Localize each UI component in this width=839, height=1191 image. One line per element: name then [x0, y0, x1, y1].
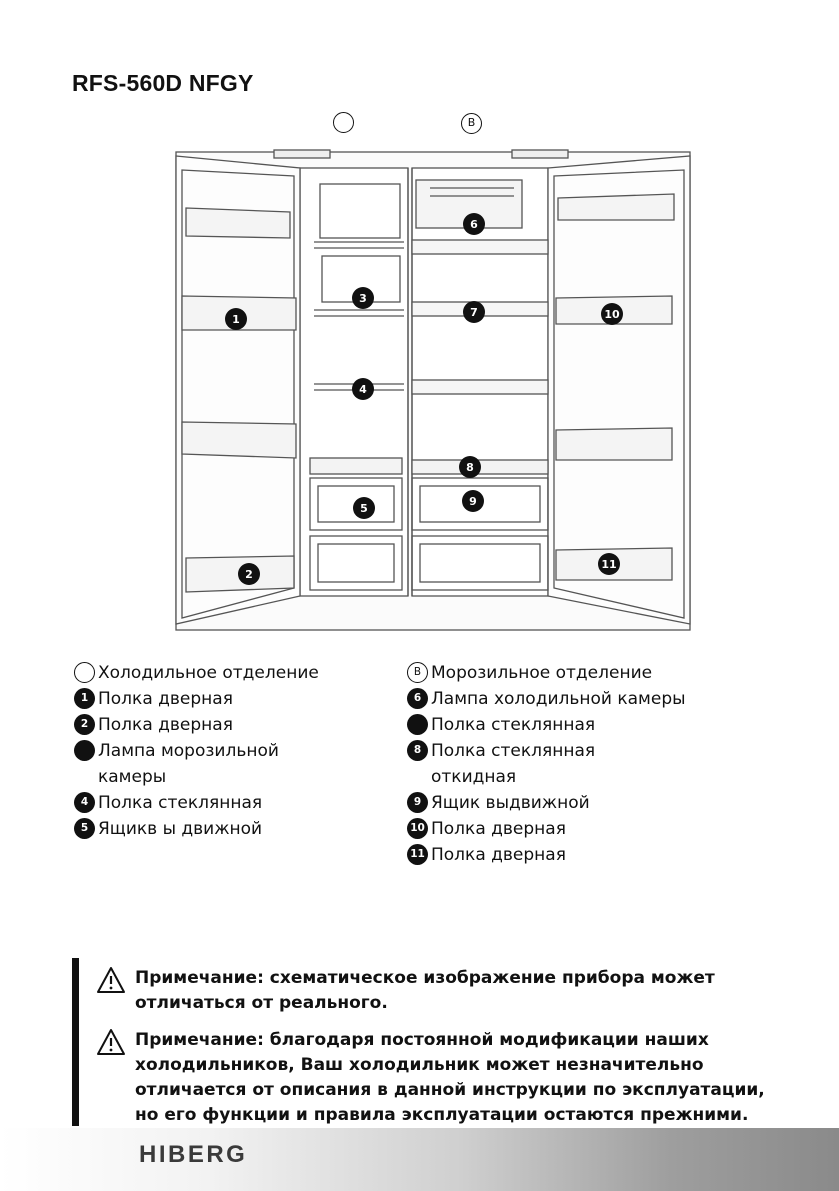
- svg-text:8: 8: [466, 461, 474, 474]
- badge-1: 1: [225, 308, 247, 330]
- refrigerator-diagram: 1 2 3 4 5 6 7 8 9 10 11: [168, 148, 700, 638]
- badge-9: 9: [462, 490, 484, 512]
- legend-item: Лампа морозильной камеры: [74, 738, 368, 790]
- badge-5: 5: [353, 497, 375, 519]
- badge-8: 8: [459, 456, 481, 478]
- svg-text:10: 10: [604, 308, 620, 321]
- note-1: Примечание: схематическое изображение пр…: [96, 966, 765, 1016]
- svg-text:6: 6: [470, 218, 478, 231]
- svg-text:9: 9: [469, 495, 477, 508]
- page-title: RFS-560D NFGY: [72, 70, 254, 97]
- badge-10: 10: [601, 303, 623, 325]
- badge-4: 4: [352, 378, 374, 400]
- badge-3: 3: [352, 287, 374, 309]
- fridge-zone-marker: [333, 112, 354, 133]
- svg-text:2: 2: [245, 568, 253, 581]
- legend-item: Полка стеклянная: [407, 712, 731, 738]
- badge-6: 6: [463, 213, 485, 235]
- svg-text:5: 5: [360, 502, 368, 515]
- svg-text:7: 7: [470, 306, 478, 319]
- legend-item: Холодильное отделение: [74, 660, 368, 686]
- note-text: Примечание: благодаря постоянной модифик…: [135, 1028, 765, 1128]
- svg-text:11: 11: [601, 558, 616, 571]
- notes-bar: [72, 958, 79, 1126]
- warning-icon: [96, 1028, 126, 1056]
- badge-7: 7: [463, 301, 485, 323]
- note-text: Примечание: схематическое изображение пр…: [135, 966, 765, 1016]
- notes-block: Примечание: схематическое изображение пр…: [72, 958, 772, 1126]
- svg-text:3: 3: [359, 292, 367, 305]
- svg-text:HIBERG: HIBERG: [139, 1141, 247, 1168]
- badge-2: 2: [238, 563, 260, 585]
- freezer-zone-marker: B: [461, 113, 482, 134]
- note-2: Примечание: благодаря постоянной модифик…: [96, 1028, 765, 1128]
- footer-band: HIBERG: [0, 1128, 839, 1191]
- badge-11: 11: [598, 553, 620, 575]
- warning-icon: [96, 966, 126, 994]
- svg-text:4: 4: [359, 383, 367, 396]
- hiberg-logo: HIBERG: [139, 1140, 289, 1168]
- svg-text:1: 1: [232, 313, 240, 326]
